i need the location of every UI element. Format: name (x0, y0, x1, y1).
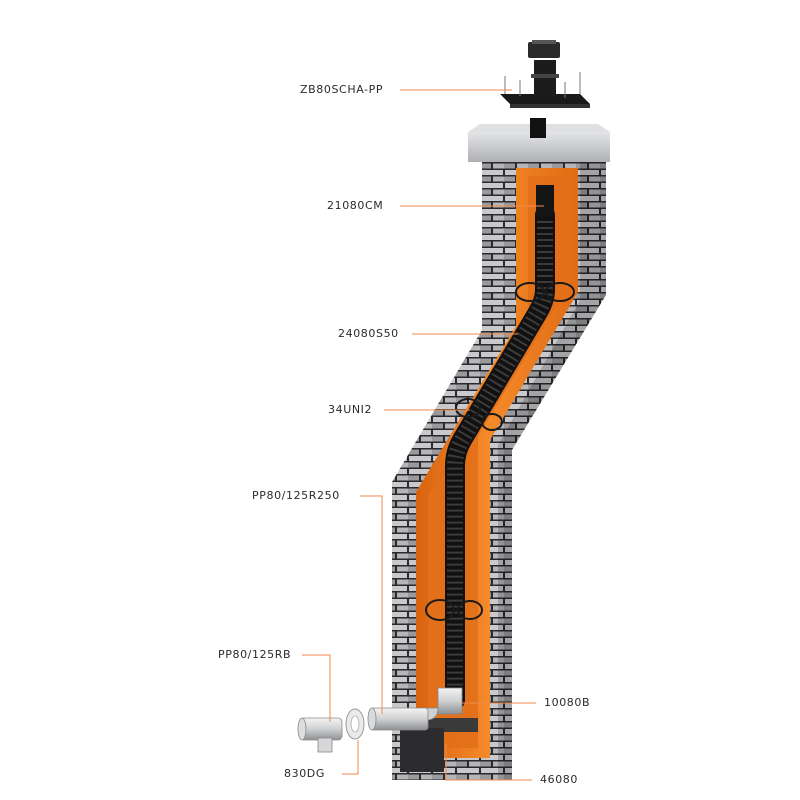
flex-pipe-corrugation (447, 215, 553, 700)
leader-horizontal-pipe (360, 495, 383, 714)
flue-outlet (530, 118, 546, 138)
chimney-brick-shade (498, 160, 606, 780)
label-top-fitting: 21080CM (327, 199, 384, 212)
label-wall-plate: 830DG (284, 767, 325, 780)
label-wall-pipe: PP80/125RB (218, 648, 292, 661)
spacer-upper (515, 282, 575, 302)
horizontal-pipe (369, 707, 429, 731)
wall-pipe-tee (317, 737, 333, 753)
label-horizontal-pipe: PP80/125R250 (252, 489, 340, 502)
spacer-lower (425, 599, 483, 621)
label-spacer: 34UNI2 (328, 403, 373, 416)
leader-wall-plate (342, 740, 359, 775)
label-base-bracket: 46080 (540, 773, 578, 786)
label-flex-pipe: 24080S50 (338, 327, 399, 340)
label-elbow: 10080B (544, 696, 591, 709)
label-cap: ZB80SCHA-PP (300, 83, 384, 96)
elbow-vertical (437, 687, 463, 715)
terminal-base-plate (500, 94, 590, 104)
terminal-cap (528, 42, 560, 58)
chimney-cap-slab (468, 132, 610, 162)
leader-wall-pipe (302, 654, 331, 722)
terminal-plate-edge (510, 104, 590, 108)
top-fitting (536, 185, 554, 217)
leader-lines (302, 89, 544, 781)
spacer-middle (455, 398, 503, 431)
base-block (400, 728, 444, 772)
leader-base-bracket (445, 744, 532, 781)
